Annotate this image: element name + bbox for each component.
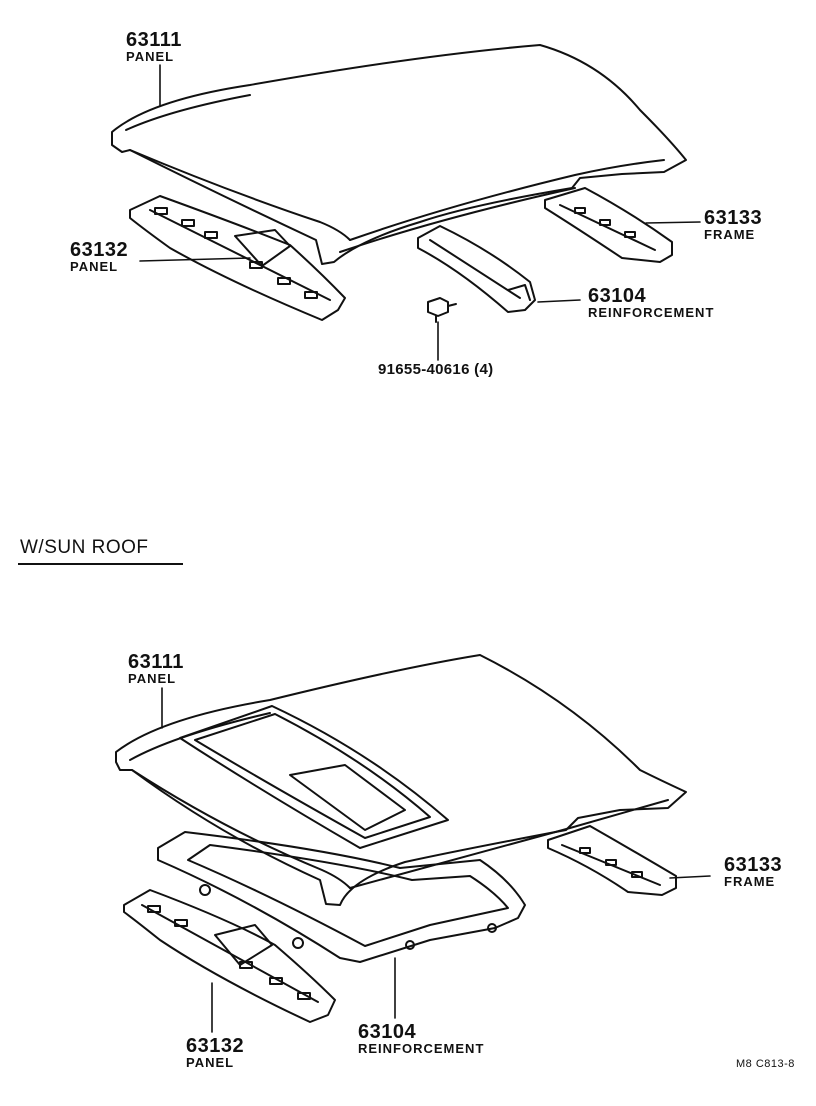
top-panel-name: PANEL bbox=[126, 49, 175, 64]
top-clip-part-number: 91655-40616 (4) bbox=[378, 361, 494, 378]
top-front-panel-callout: 63132 PANEL bbox=[70, 240, 128, 273]
top-frame-callout: 63133 FRAME bbox=[704, 208, 762, 241]
top-rear-frame bbox=[544, 187, 673, 263]
bottom-frame-number: 63133 bbox=[724, 854, 783, 876]
bottom-frame-name: FRAME bbox=[724, 874, 776, 889]
top-leader-lines bbox=[139, 64, 701, 361]
top-reinforcement-name: REINFORCEMENT bbox=[588, 305, 715, 320]
figure-code: M8 C813-8 bbox=[736, 1058, 795, 1070]
bottom-reinforcement-number: 63104 bbox=[358, 1021, 417, 1043]
bottom-leader-lines bbox=[161, 687, 711, 1033]
bottom-panel-name: PANEL bbox=[128, 671, 177, 686]
top-front-panel bbox=[129, 195, 346, 321]
top-panel-number: 63111 bbox=[126, 29, 182, 51]
top-frame-name: FRAME bbox=[704, 227, 756, 242]
bottom-front-panel-name: PANEL bbox=[186, 1055, 235, 1070]
bottom-rear-frame bbox=[547, 825, 677, 896]
top-clip bbox=[427, 297, 457, 323]
top-roof-panel bbox=[111, 44, 687, 265]
bottom-front-panel-callout: 63132 PANEL bbox=[186, 1036, 244, 1069]
bottom-roof-panel bbox=[115, 654, 687, 906]
bottom-sunroof-frame bbox=[157, 831, 526, 963]
bottom-panel-number: 63111 bbox=[128, 651, 184, 673]
section-title: W/SUN ROOF bbox=[20, 537, 149, 558]
top-front-panel-number: 63132 bbox=[70, 239, 129, 261]
section-title-underline bbox=[18, 563, 183, 565]
bottom-frame-callout: 63133 FRAME bbox=[724, 855, 782, 888]
bottom-reinforcement-name: REINFORCEMENT bbox=[358, 1041, 485, 1056]
bottom-front-panel-number: 63132 bbox=[186, 1035, 245, 1057]
top-frame-number: 63133 bbox=[704, 207, 763, 229]
top-front-panel-name: PANEL bbox=[70, 259, 119, 274]
top-reinforcement-callout: 63104 REINFORCEMENT bbox=[588, 286, 714, 319]
bottom-reinforcement-callout: 63104 REINFORCEMENT bbox=[358, 1022, 484, 1055]
bottom-panel-callout: 63111 PANEL bbox=[128, 652, 184, 685]
bottom-front-panel bbox=[123, 889, 336, 1023]
top-panel-callout: 63111 PANEL bbox=[126, 30, 182, 63]
top-reinforcement-number: 63104 bbox=[588, 285, 647, 307]
top-reinforcement bbox=[417, 225, 536, 313]
